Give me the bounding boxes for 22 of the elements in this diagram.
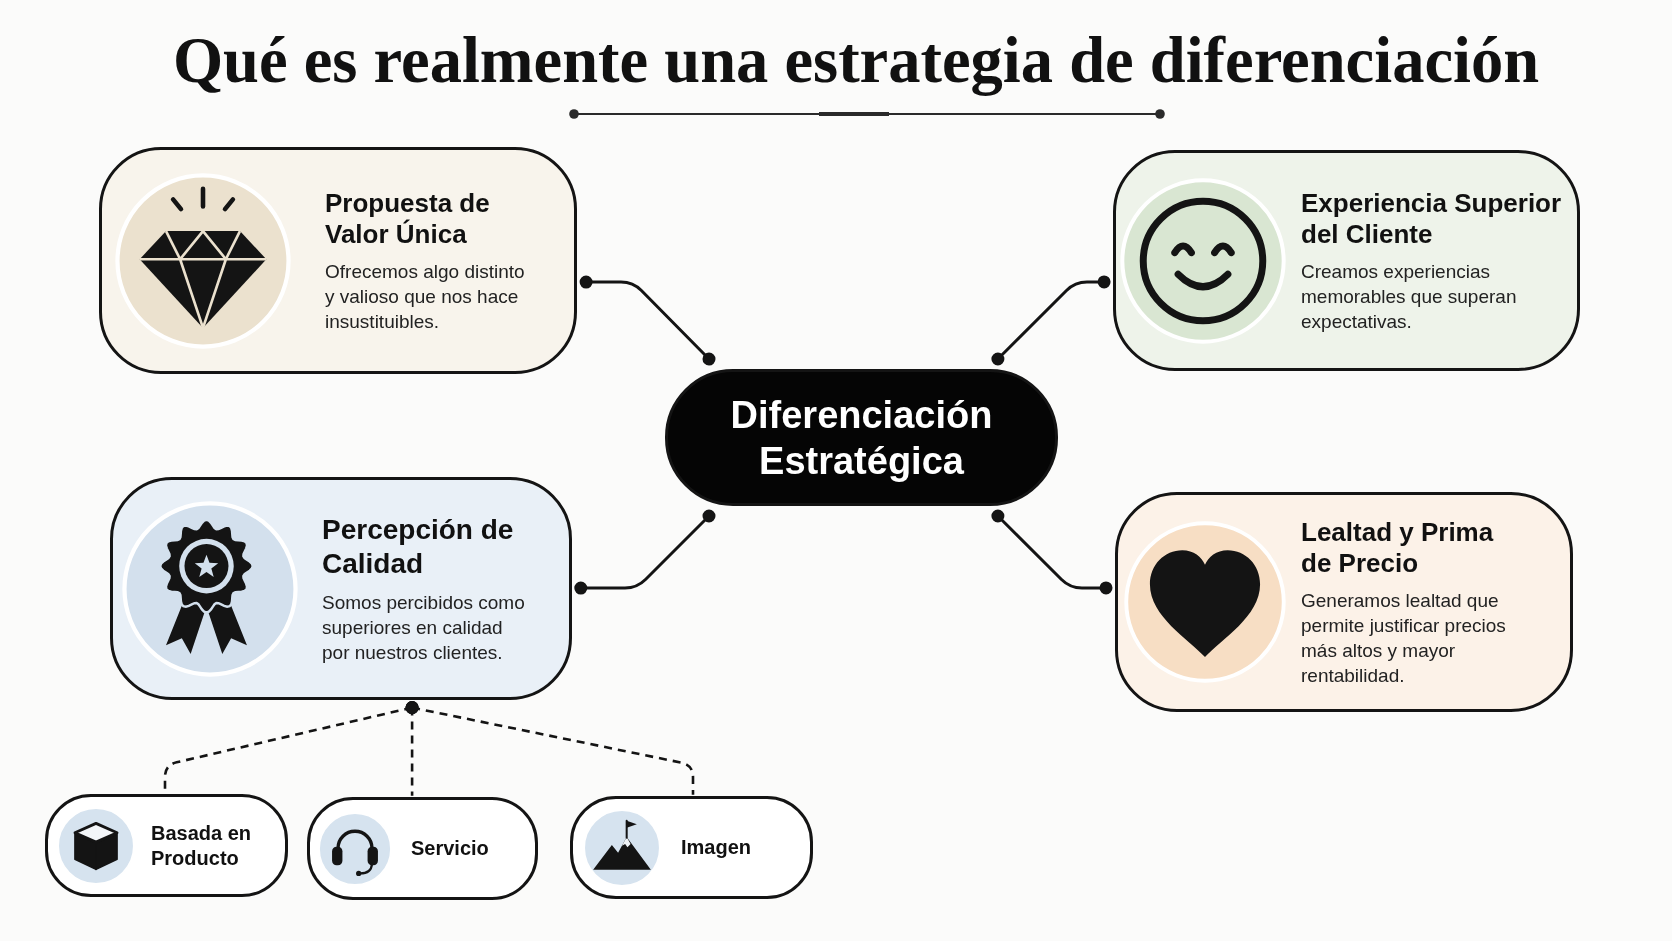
connector-line (574, 509, 716, 595)
subtopic-label: Servicio (411, 836, 489, 861)
dashed-connector (405, 701, 695, 795)
card-description: Creamos experiencias memorables que superan expectativas. (1301, 259, 1518, 334)
subtopic-label: Imagen (681, 835, 752, 860)
connector-line (991, 275, 1111, 366)
card-heading: Experiencia Superior del Cliente (1301, 187, 1563, 250)
topic-card (1113, 150, 1580, 371)
central-topic-text: Diferenciación Estratégica (729, 392, 994, 484)
card-heading: Lealtad y Prima de Precio (1301, 516, 1495, 579)
connector-line (991, 509, 1113, 595)
card-heading: Percepción de Calidad (322, 512, 515, 581)
card-description: Somos percibidos como superiores en calidad por nuestros clientes. (322, 590, 526, 665)
card-heading: Propuesta de Valor Única (325, 187, 491, 250)
connector-line (579, 275, 716, 366)
subtopic-label: Basada en Producto (151, 820, 253, 871)
card-description: Ofrecemos algo distinto y valioso que nos hace insustituibles. (325, 259, 526, 334)
topic-card (110, 477, 572, 700)
topic-card (1115, 492, 1573, 712)
title: Qué es realmente una estrategia de diferenciación (172, 24, 1540, 98)
topic-card (99, 147, 577, 374)
card-description: Generamos lealtad que permite justificar precios más altos y mayor rentabilidad. (1301, 588, 1507, 688)
